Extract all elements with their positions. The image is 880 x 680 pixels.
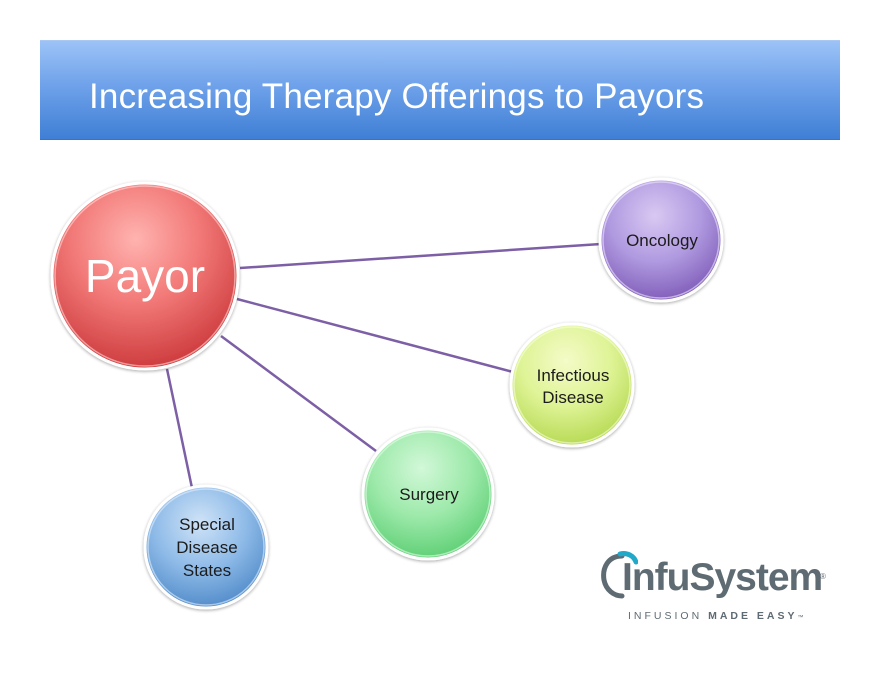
- connector-infectious-disease: [236, 297, 514, 374]
- logo-wordmark: InfuSystem: [622, 556, 823, 600]
- logo-wordmark-system: System: [689, 556, 823, 599]
- special-disease-states-node: Special Disease States: [143, 484, 269, 610]
- payor-label: Payor: [85, 250, 205, 302]
- connector-oncology: [239, 242, 602, 270]
- oncology-node: Oncology: [598, 177, 724, 303]
- payor-node: Payor: [50, 181, 240, 371]
- connector-surgery: [220, 334, 377, 453]
- logo-tagline: INFUSION MADE EASY™: [628, 610, 804, 622]
- infusystem-logo: InfuSystem ® INFUSION MADE EASY™: [600, 548, 840, 628]
- logo-registered-mark: ®: [820, 572, 826, 581]
- infectious-disease-node: Infectious Disease: [509, 322, 635, 448]
- logo-swirl-icon: [601, 551, 638, 599]
- logo-tagline-infusion: INFUSION: [628, 610, 709, 622]
- logo-tagline-tm: ™: [797, 615, 804, 621]
- surgery-node: Surgery: [361, 427, 495, 561]
- oncology-label: Oncology: [626, 231, 698, 250]
- special-disease-states-label-line3: States: [183, 561, 231, 580]
- special-disease-states-label-line1: Special: [179, 515, 235, 534]
- logo-wordmark-infu: Infu: [622, 556, 690, 599]
- title-bar: Increasing Therapy Offerings to Payors: [40, 40, 840, 140]
- slide-title: Increasing Therapy Offerings to Payors: [89, 77, 705, 116]
- infectious-disease-label-line2: Disease: [542, 388, 603, 407]
- connector-special-disease-states: [165, 368, 194, 489]
- logo-tagline-made-easy: MADE EASY: [708, 610, 798, 622]
- connectors: [165, 242, 602, 489]
- special-disease-states-label-line2: Disease: [176, 538, 237, 557]
- infectious-disease-label-line1: Infectious: [537, 366, 610, 385]
- surgery-label: Surgery: [399, 485, 459, 504]
